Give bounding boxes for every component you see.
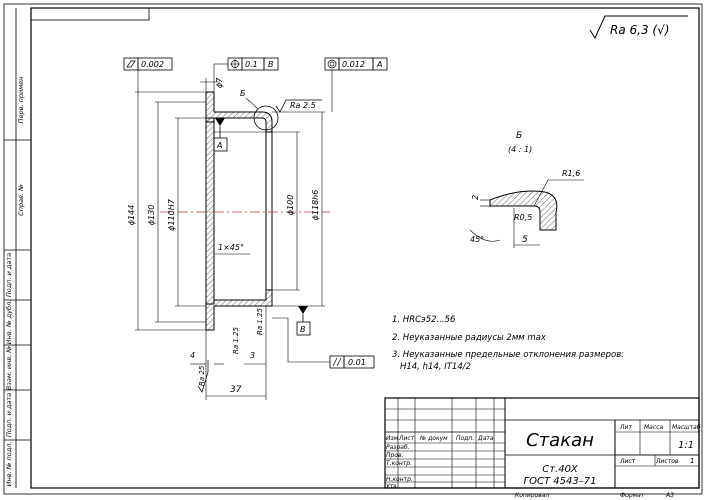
tb-col-sign: Подп. [456, 435, 474, 442]
tb-col-list: Лист [398, 435, 415, 442]
flatness-value: 0.002 [141, 60, 164, 69]
dim-w3: 3 [250, 351, 255, 360]
top-corner-box [30, 7, 150, 21]
detail-title: Б [516, 131, 522, 141]
roughness-main-text: Ra 6,3 (√) [610, 23, 669, 37]
tb-row-1: Пров. [386, 452, 404, 459]
dim-d130: ϕ130 [147, 205, 156, 226]
position-datum: B [268, 60, 274, 69]
note-2: 2. Неуказанные радиусы 2мм max [392, 333, 547, 343]
detail-r05: R0,5 [514, 213, 532, 222]
dim-d118: ϕ118h6 [311, 190, 320, 221]
tb-row-0: Разраб. [386, 444, 410, 451]
datum-a-label: A [216, 141, 222, 150]
position-value: 0.1 [245, 60, 258, 69]
roughness-left: Ra 25 [198, 365, 206, 386]
tb-col-date: Дата [477, 435, 494, 442]
side-label-2: Подп. и дата [5, 253, 13, 297]
detail-d5: 5 [522, 235, 528, 245]
note-1: 1. HRCэ52...56 [392, 315, 456, 325]
tb-row-5: Утв. [386, 483, 399, 490]
dim-d144: ϕ144 [127, 205, 136, 226]
tb-material-2: ГОСТ 4543–71 [524, 476, 597, 487]
tb-col-izm: Изм [386, 435, 399, 442]
detail-leader-label: Б [240, 89, 246, 98]
dim-chamfer: 1×45° [218, 243, 244, 252]
detail-d2: 2 [471, 195, 480, 200]
position-frame: 0.1 B [213, 57, 279, 78]
side-label-0: Перв. примен [17, 77, 25, 124]
tb-scale-value: 1:1 [678, 440, 694, 451]
parallel-value: 0.01 [348, 358, 366, 367]
tb-col-doc: № докум [419, 435, 448, 442]
title-block [384, 397, 700, 489]
tb-format: Формат [620, 492, 645, 499]
dim-w4: 4 [190, 351, 195, 360]
detail-r16: R1,6 [562, 169, 580, 178]
side-label-5: Подп. и дата [5, 393, 13, 437]
datum-a: A [213, 118, 228, 152]
tb-sheet: Лист [619, 458, 636, 465]
detail-circle [253, 105, 279, 131]
coaxiality-datum: A [376, 60, 382, 69]
tb-material-1: Ст.40Х [542, 464, 579, 475]
tb-sheets-value: 1 [690, 457, 694, 465]
tb-sheets: Листов [655, 458, 679, 465]
part-section [160, 91, 330, 331]
roughness-bottom2: Ra 1.25 [256, 307, 264, 335]
tb-lit: Лит [619, 424, 632, 431]
coaxiality-frame: 0.012 A [324, 57, 388, 112]
flatness-frame: 0.002 [123, 57, 173, 92]
inner-frame [30, 7, 700, 489]
roughness-bottom1: Ra 1.25 [232, 326, 240, 354]
side-label-6: Инв. № подл. [5, 442, 13, 487]
detail-angle: 45° [470, 235, 484, 244]
outer-border [3, 3, 703, 495]
wall-left [205, 117, 215, 305]
side-label-1: Справ. № [17, 184, 25, 216]
flange-top [205, 91, 273, 133]
side-label-4: Взам. инв. № [5, 346, 13, 390]
tb-format-value: А3 [665, 492, 674, 499]
tb-scale: Масштаб [672, 424, 701, 431]
notes: 1. HRCэ52...56 2. Неуказанные радиусы 2м… [392, 315, 624, 372]
datum-b-label: B [300, 325, 306, 334]
tb-row-4: Н.контр. [386, 476, 413, 483]
roughness-chamfer: Ra 2.5 [290, 101, 316, 110]
side-label-3: Инв. № дубл. [5, 300, 13, 344]
tb-mass: Масса [644, 424, 663, 431]
tb-part-name: Стакан [526, 430, 594, 451]
coaxiality-value: 0.012 [342, 60, 365, 69]
tb-copied: Копировал [515, 492, 549, 499]
note-4: H14, h14, IT14/2 [400, 362, 471, 372]
dim-d110: ϕ110H7 [167, 198, 176, 231]
dim-d100: ϕ100 [286, 195, 295, 216]
tb-row-2: Т.контр. [386, 460, 412, 467]
parallel-frame: 0.01 [272, 317, 375, 369]
side-strip [4, 8, 31, 488]
datum-b: B [296, 306, 311, 336]
dim-lines-left [135, 91, 206, 331]
dim-w37: 37 [230, 385, 242, 395]
note-3: 3. Неуказанные предельные отклонения раз… [392, 350, 624, 360]
roughness-main: Ra 6,3 (√) [589, 15, 688, 40]
detail-view: Б (4 : 1) 2 5 45° R1,6 R0,5 [469, 131, 584, 248]
dim-d7: ϕ7 [215, 77, 224, 88]
detail-scale: (4 : 1) [508, 145, 532, 154]
